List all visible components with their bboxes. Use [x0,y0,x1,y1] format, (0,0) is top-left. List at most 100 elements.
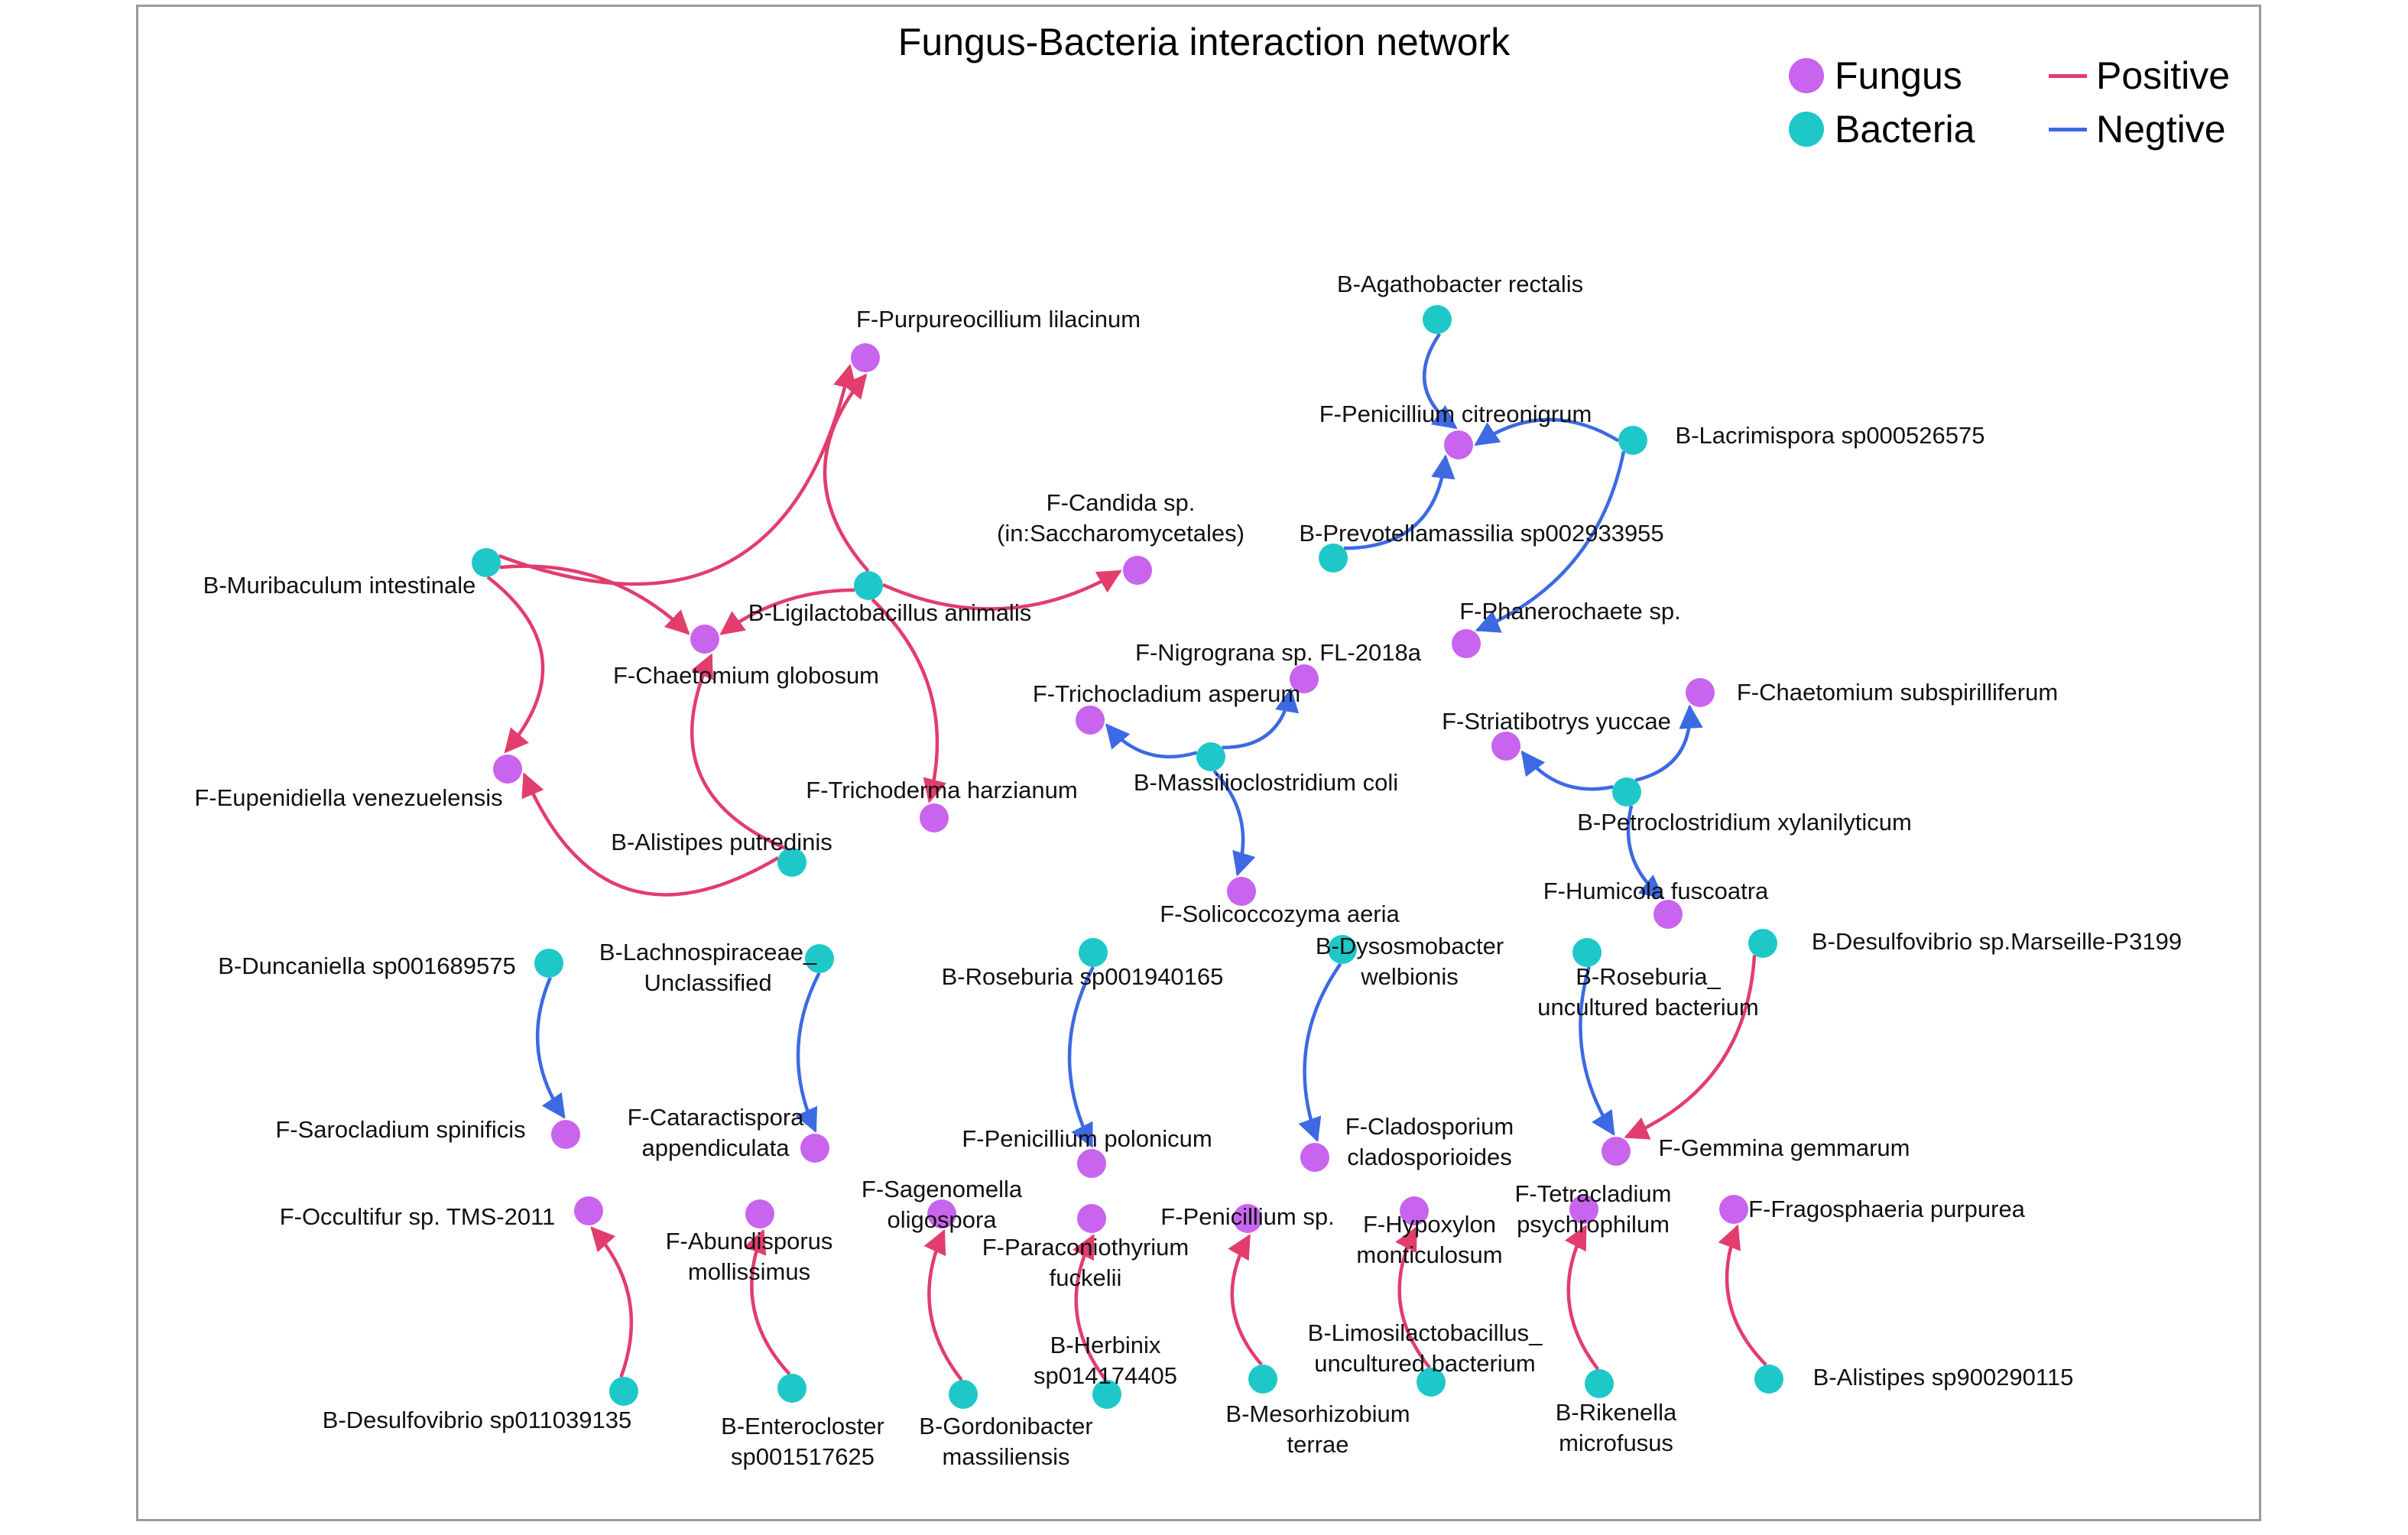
node-roseburia_unc [1572,938,1602,967]
edge-negative-massilio-trichocladium [1105,723,1198,759]
node-herbinix [1092,1380,1121,1409]
node-gemmina [1602,1137,1631,1166]
edge-positive-muribaculum-chaet_glob [499,564,690,635]
node-label-purpureo: F-Purpureocillium lilacinum [856,306,1141,333]
node-cataracti [800,1134,829,1163]
fungus-dot-icon [1789,58,1824,93]
edge-negative-petroclost-humicola [1626,805,1665,900]
node-label-lachno: B-Lachnospiraceae_Unclassified [599,939,817,996]
node-label-muribaculum: B-Muribaculum intestinale [203,572,476,599]
node-penic_citreo [1444,430,1473,459]
edge-negative-roseburia_unc-gemmina [1579,966,1615,1136]
edges-layer [486,333,1767,1381]
edge-positive-enterocloster-abundisporus [744,1228,791,1375]
node-label-alistipes_900: B-Alistipes sp900290115 [1813,1364,2074,1391]
node-label-desulfo_011: B-Desulfovibrio sp011039135 [323,1407,631,1433]
node-label-gemmina: F-Gemmina gemmarum [1659,1134,1910,1161]
node-label-alistipes_put: B-Alistipes putredinis [611,829,832,855]
node-striatibotrys [1491,732,1520,761]
node-eupenid [493,755,522,784]
node-label-sarocladium: F-Sarocladium spinificis [275,1116,525,1143]
edge-positive-ligilacto-trichoderma [871,598,947,803]
legend-negative-label: Negtive [2096,108,2226,151]
node-ligilacto [854,571,883,600]
node-purpureo [851,343,880,372]
legend-bacteria-label: Bacteria [1835,108,1975,151]
edge-negative-petroclost-chaet_subsp [1634,704,1703,782]
node-dysosmo [1328,935,1357,964]
node-lacrimispora [1618,426,1647,455]
node-label-prevotella: B-Prevotellamassilia sp002933955 [1299,520,1663,547]
edge-negative-agathobacter-penic_citreo [1423,333,1458,430]
edge-negative-massilio-solicocco [1212,770,1256,877]
node-phanero [1452,629,1481,658]
node-solicocco [1227,877,1256,906]
node-label-striatibotrys: F-Striatibotrys yuccae [1442,708,1671,735]
node-abundisporus [745,1199,774,1228]
node-label-phanero: F-Phanerochaete sp. [1459,598,1681,625]
node-paraconio [1077,1204,1106,1233]
edge-negative-prevotella-penic_citreo [1344,454,1456,550]
node-sarocladium [551,1120,580,1149]
figure-title: Fungus-Bacteria interaction network [897,21,1511,63]
legend-bacteria: Bacteria [1789,107,1975,151]
nodes-layer [472,305,1783,1409]
node-agathobacter [1423,305,1452,334]
node-muribaculum [472,548,501,577]
node-candida [1123,556,1152,585]
edge-negative-dysosmo-cladospor [1298,962,1342,1143]
node-trichocladium [1076,706,1105,735]
edge-negative-massilio-nigrograna [1222,687,1300,750]
node-nigrograna [1290,664,1319,693]
node-label-limosilacto: B-Limosilactobacillus_uncultured bacteri… [1308,1319,1543,1377]
node-label-trichocladium: F-Trichocladium asperum [1033,680,1300,707]
plot-frame [136,5,2261,1521]
node-label-agathobacter: B-Agathobacter rectalis [1337,271,1583,297]
node-label-eupenid: F-Eupenidiella venezuelensis [194,784,502,811]
node-limosilacto [1417,1368,1446,1397]
edge-positive-alistipes_900-fragosph [1718,1224,1767,1366]
edge-positive-ligilacto-purpureo [823,373,870,573]
node-roseburia_sp [1079,938,1108,967]
node-label-penic_citreo: F-Penicillium citreonigrum [1319,401,1592,427]
node-label-roseburia_unc: B-Roseburia_uncultured bacterium [1537,963,1759,1021]
edge-positive-ligilacto-candida [882,570,1122,611]
node-chaet_glob [690,625,719,654]
node-tetracladium [1569,1195,1598,1224]
node-enterocloster [777,1374,806,1403]
edge-positive-mesorhizo-penic_sp [1228,1234,1263,1366]
node-label-chaet_subsp: F-Chaetomium subspirilliferum [1737,679,2058,706]
node-penic_sp [1233,1204,1262,1233]
node-fragosph [1719,1195,1748,1224]
legend-positive-label: Positive [2096,54,2231,97]
node-label-massilio: B-Massilioclostridium coli [1134,769,1398,796]
node-humicola [1653,900,1683,929]
legend-positive: Positive [2049,54,2230,98]
node-hypoxylon [1400,1196,1429,1225]
edge-positive-alistipes_put-eupenid [521,772,780,897]
node-label-solicocco: F-Solicoccozyma aeria [1160,901,1400,927]
node-desulfo_mars [1748,929,1777,958]
node-label-ligilacto: B-Ligilactobacillus animalis [748,599,1031,626]
edge-positive-gordonibacter-sagenomella [923,1228,963,1381]
node-label-petroclost: B-Petroclostridium xylanilyticum [1577,809,1912,836]
node-chaet_subsp [1686,678,1715,707]
node-alistipes_900 [1754,1365,1783,1394]
node-label-fragosph: F-Fragosphaeria purpurea [1748,1196,2026,1222]
bacteria-dot-icon [1789,112,1824,147]
positive-line-icon [2049,73,2087,78]
